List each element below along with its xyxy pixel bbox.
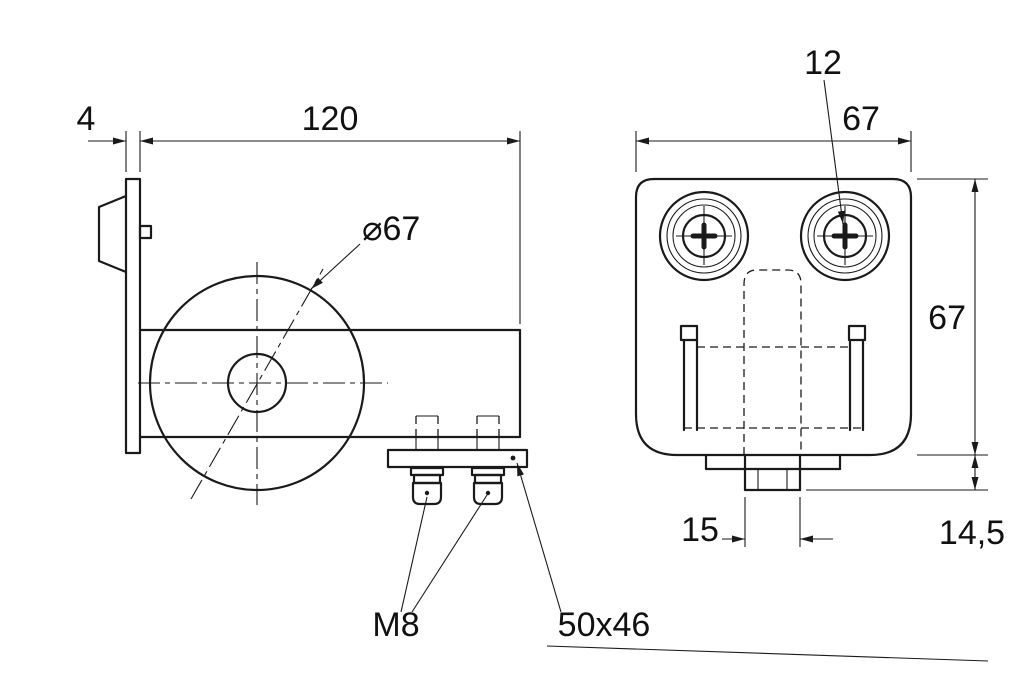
- dim-screw-head: 12: [804, 44, 845, 225]
- dim-bolt-protrusion-label: 14,5: [939, 514, 1005, 552]
- mounting-plate: [386, 448, 529, 469]
- dim-plate-thickness: 4: [77, 100, 141, 172]
- mounting-clip: [97, 194, 128, 274]
- center-lines: [138, 262, 388, 505]
- dim-body-width-label: 67: [842, 100, 880, 138]
- dim-body-height: 67: [917, 178, 988, 456]
- dim-plate-thickness-label: 4: [77, 100, 96, 138]
- dim-roller-diameter-label: ⌀67: [362, 210, 420, 248]
- dim-screw-head-label: 12: [804, 44, 842, 82]
- dim-roller-diameter: ⌀67: [310, 210, 420, 290]
- hex-bolt-front: [743, 453, 802, 492]
- dim-body-length-label: 120: [302, 100, 359, 138]
- roller-front-right: [799, 190, 891, 282]
- side-view: ⌀67 4 120: [77, 100, 989, 662]
- bolt-thread-callout: M8: [372, 494, 488, 644]
- hanger-hidden-profile: [743, 269, 802, 455]
- body-outline: [634, 177, 913, 457]
- plate-size-callout: 50x46: [516, 462, 989, 662]
- dim-body-width: 67: [635, 100, 912, 172]
- dim-bolt-across: 15: [681, 497, 833, 549]
- bracket-arm: [138, 328, 522, 439]
- dim-body-length: 120: [140, 100, 521, 324]
- bottom-tab: [704, 453, 842, 471]
- wall-plate: [124, 177, 153, 455]
- front-view: 67 12 67 14,5 15: [634, 44, 1005, 552]
- channel-bracket: [679, 324, 867, 432]
- bolt-thread-label: M8: [372, 606, 419, 644]
- dim-bolt-across-label: 15: [681, 511, 719, 549]
- roller-front-left: [658, 190, 750, 282]
- bolt-right: [470, 415, 506, 506]
- plate-size-label: 50x46: [558, 606, 651, 644]
- bolt-left: [409, 415, 445, 506]
- dim-body-height-label: 67: [928, 299, 966, 337]
- dim-bolt-protrusion: 14,5: [806, 455, 1005, 552]
